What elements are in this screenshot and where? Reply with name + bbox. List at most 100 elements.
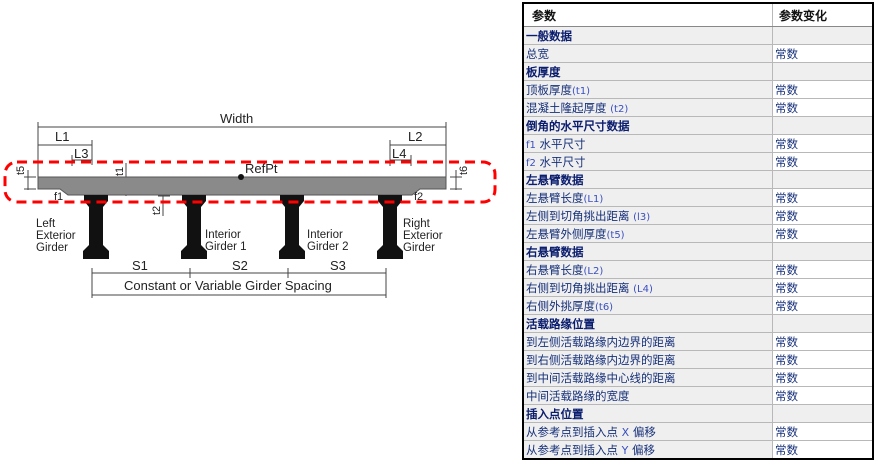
- table-row: 到右侧活载路缘内边界的距离 常数: [522, 350, 874, 369]
- parameter-variation-value[interactable]: 常数: [772, 98, 874, 117]
- parameter-variation-value[interactable]: 常数: [772, 224, 874, 243]
- parameter-variation-value[interactable]: 常数: [772, 206, 874, 225]
- parameter-name: 顶板厚度(t1): [522, 80, 773, 99]
- label-interior-girder-1: Interior Girder 1: [205, 229, 247, 253]
- parameter-label: 右悬臂长度: [526, 262, 584, 277]
- label-t2: t2: [151, 206, 163, 215]
- girder-right-exterior: [377, 195, 403, 259]
- label-right-exterior-girder: Right Exterior Girder: [403, 218, 446, 254]
- parameter-variation-value[interactable]: 常数: [772, 152, 874, 171]
- header-parameter-variation: 参数变化: [772, 2, 874, 27]
- label-t6: t6: [458, 166, 470, 175]
- parameter-name: f1 水平尺寸: [522, 134, 773, 153]
- parameter-label: 到右侧活载路缘内边界的距离: [526, 352, 676, 367]
- parameter-variation-value[interactable]: 常数: [772, 296, 874, 315]
- section-label: 右悬臂数据: [522, 242, 773, 261]
- table-row: 右侧到切角挑出距离 (L4)常数: [522, 278, 874, 297]
- parameter-label: 从参考点到插入点: [526, 442, 622, 457]
- parameter-variation-value[interactable]: 常数: [772, 134, 874, 153]
- parameter-label: 水平尺寸: [535, 136, 586, 151]
- parameter-label-suffix: 偏移: [629, 424, 656, 439]
- section-value-empty: [772, 116, 874, 135]
- parameter-label: 到左侧活载路缘内边界的距离: [526, 334, 676, 349]
- parameter-variation-value[interactable]: 常数: [772, 422, 874, 441]
- parameter-variation-value[interactable]: 常数: [772, 260, 874, 279]
- label-left-exterior-girder: Left Exterior Girder: [36, 218, 79, 254]
- label-t1: t1: [114, 167, 126, 176]
- parameter-symbol: (t6): [595, 301, 614, 313]
- parameter-label: 左侧到切角挑出距离: [526, 208, 634, 223]
- table-row: 右悬臂长度(L2)常数: [522, 260, 874, 279]
- section-label: 插入点位置: [522, 404, 773, 423]
- parameter-variation-value[interactable]: 常数: [772, 440, 874, 460]
- label-t5: t5: [15, 166, 27, 175]
- label-s3: S3: [330, 258, 346, 273]
- parameter-variation-value[interactable]: 常数: [772, 80, 874, 99]
- table-row: f2 水平尺寸常数: [522, 152, 874, 171]
- table-row: 顶板厚度(t1)常数: [522, 80, 874, 99]
- table-row: 从参考点到插入点 X 偏移常数: [522, 422, 874, 441]
- section-value-empty: [772, 242, 874, 261]
- girder-interior-1: [181, 195, 207, 259]
- table-row: 中间活载路缘的宽度常数: [522, 386, 874, 405]
- label-l2: L2: [408, 129, 422, 144]
- section-value-empty: [772, 26, 874, 45]
- girder-interior-2: [279, 195, 305, 259]
- highlight-dashed-box: [3, 160, 497, 204]
- parameter-label: 左悬臂长度: [526, 190, 584, 205]
- label-s2: S2: [232, 258, 248, 273]
- section-header-row: 板厚度: [522, 62, 874, 81]
- parameter-name: 右侧外挑厚度(t6): [522, 296, 773, 315]
- label-l4: L4: [392, 146, 406, 161]
- parameter-name: 从参考点到插入点 Y 偏移: [522, 440, 773, 460]
- parameter-variation-value[interactable]: 常数: [772, 350, 874, 369]
- parameter-variation-value[interactable]: 常数: [772, 278, 874, 297]
- section-header-row: 插入点位置: [522, 404, 874, 423]
- deck-slab: [37, 176, 447, 196]
- girder-left-exterior: [83, 195, 109, 259]
- parameter-symbol: (t1): [572, 85, 591, 97]
- table-row: 左悬臂外侧厚度(t5)常数: [522, 224, 874, 243]
- table-row: 左侧到切角挑出距离 (l3)常数: [522, 206, 874, 225]
- parameter-variation-value[interactable]: 常数: [772, 332, 874, 351]
- parameter-axis: Y: [621, 443, 629, 457]
- section-header-row: 倒角的水平尺寸数据: [522, 116, 874, 135]
- parameter-label: 到中间活载路缘中心线的距离: [526, 370, 676, 385]
- section-label: 倒角的水平尺寸数据: [522, 116, 773, 135]
- parameter-name: 左侧到切角挑出距离 (l3): [522, 206, 773, 225]
- parameter-name: 混凝土隆起厚度 (t2): [522, 98, 773, 117]
- parameter-variation-value[interactable]: 常数: [772, 188, 874, 207]
- parameter-name: f2 水平尺寸: [522, 152, 773, 171]
- parameter-name: 左悬臂外侧厚度(t5): [522, 224, 773, 243]
- section-header-row: 左悬臂数据: [522, 170, 874, 189]
- parameter-variation-value[interactable]: 常数: [772, 368, 874, 387]
- section-label: 左悬臂数据: [522, 170, 773, 189]
- parameter-name: 总宽: [522, 44, 773, 63]
- parameter-label: 顶板厚度: [526, 82, 572, 97]
- parameter-symbol: (t5): [606, 229, 625, 241]
- parameter-variation-value[interactable]: 常数: [772, 44, 874, 63]
- parameter-label: 右侧到切角挑出距离: [526, 280, 634, 295]
- table-row: 从参考点到插入点 Y 偏移常数: [522, 440, 874, 460]
- section-value-empty: [772, 62, 874, 81]
- parameter-symbol: (l3): [633, 211, 651, 223]
- parameter-name: 右侧到切角挑出距离 (L4): [522, 278, 773, 297]
- table-row: 右侧外挑厚度(t6)常数: [522, 296, 874, 315]
- label-width: Width: [220, 111, 253, 126]
- parameter-label: 混凝土隆起厚度: [526, 100, 611, 115]
- section-value-empty: [772, 404, 874, 423]
- parameter-name: 中间活载路缘的宽度: [522, 386, 773, 405]
- parameter-axis: X: [621, 425, 630, 439]
- bridge-deck-diagram: Width L1 L2 L3 L4 RefPt t1 t2 t5 t6 f1 f…: [3, 111, 497, 298]
- table-row: 混凝土隆起厚度 (t2)常数: [522, 98, 874, 117]
- parameter-symbol: (L1): [583, 193, 604, 205]
- parameter-variation-value[interactable]: 常数: [772, 386, 874, 405]
- table-row: 总宽常数: [522, 44, 874, 63]
- parameter-label: 左悬臂外侧厚度: [526, 226, 607, 241]
- parameter-name: 从参考点到插入点 X 偏移: [522, 422, 773, 441]
- parameter-label: 从参考点到插入点: [526, 424, 622, 439]
- parameter-label: 右侧外挑厚度: [526, 298, 595, 313]
- section-header-row: 右悬臂数据: [522, 242, 874, 261]
- section-header-row: 一般数据: [522, 26, 874, 45]
- parameter-name: 到右侧活载路缘内边界的距离: [522, 350, 773, 369]
